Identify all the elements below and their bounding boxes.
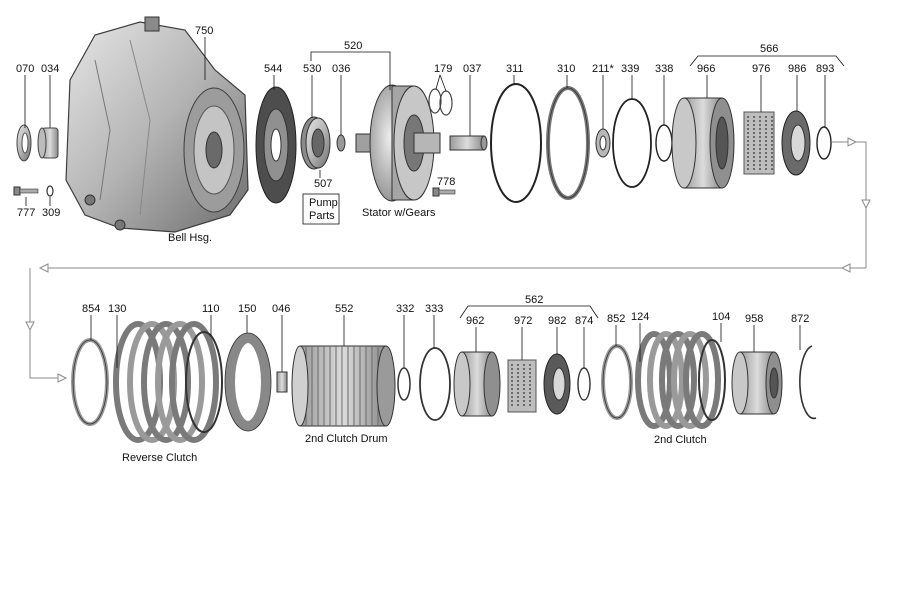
retainer-982 [543,353,571,415]
plate-854 [71,338,109,426]
bolt-777 [13,186,39,196]
washer-211 [595,128,611,158]
pump-parts-box [302,193,340,225]
bushing-046 [276,371,288,393]
plate-852 [601,344,633,420]
caption-reverse-clutch: Reverse Clutch [122,452,197,464]
flow-arrow-down-2 [25,321,35,332]
stator-520 [355,84,441,202]
label-566: 566 [760,43,778,55]
oring-309 [46,185,54,197]
label-179: 179 [434,63,452,75]
bolt-778 [432,187,456,197]
label-852: 852 [607,313,625,325]
flow-arrow-right [847,137,858,147]
snap-ring-874 [577,367,591,401]
ring-333 [419,347,451,421]
label-333: 333 [425,303,443,315]
label-036: 036 [332,63,350,75]
label-962: 962 [466,315,484,327]
flow-path [25,137,871,383]
label-124: 124 [631,311,649,323]
label-339: 339 [621,63,639,75]
label-777: 777 [17,207,35,219]
label-070: 070 [16,63,34,75]
ring-150 [224,332,272,432]
pump-ring-530 [300,116,331,170]
ring-332 [397,367,411,401]
oring-311 [490,83,542,203]
snap-ring-893 [816,126,832,160]
label-046: 046 [272,303,290,315]
label-211: 211* [592,63,615,75]
piston-966 [671,97,735,189]
caption-bell-housing: Bell Hsg. [168,232,212,244]
bushing-034 [37,127,59,159]
ring-338 [655,124,673,162]
label-037: 037 [463,63,481,75]
bell-housing-750 [65,16,249,233]
clutch-drum-552 [291,345,396,427]
row1-labels: 070 034 750 544 530 036 520 179 037 311 … [16,25,845,219]
label-544: 544 [264,63,282,75]
label-982: 982 [548,315,566,327]
label-034: 034 [41,63,59,75]
label-750: 750 [195,25,213,37]
label-874: 874 [575,315,593,327]
hub-958 [731,351,783,415]
label-530: 530 [303,63,321,75]
label-778: 778 [437,176,455,188]
caption-2nd-clutch-drum: 2nd Clutch Drum [305,433,388,445]
label-986: 986 [788,63,806,75]
spring-pack-972 [507,359,537,413]
label-958: 958 [745,313,763,325]
second-clutch-pack [635,331,726,429]
flow-arrow-left-1 [840,263,851,273]
caption-2nd-clutch: 2nd Clutch [654,434,707,446]
snap-ring-872 [799,345,817,420]
label-338: 338 [655,63,673,75]
gear-036 [336,134,346,152]
reverse-clutch-pack [113,321,223,443]
label-309: 309 [42,207,60,219]
label-130: 130 [108,303,126,315]
label-507: 507 [314,178,332,190]
row1-captions: Bell Hsg. Pump Parts Stator w/Gears [168,193,436,244]
label-332: 332 [396,303,414,315]
plate-310 [546,86,590,200]
flow-arrow-down [861,199,871,210]
retainer-986 [781,110,811,176]
label-976: 976 [752,63,770,75]
seal-070 [16,124,32,162]
label-310: 310 [557,63,575,75]
label-872: 872 [791,313,809,325]
caption-stator: Stator w/Gears [362,207,436,219]
label-110: 110 [202,303,220,315]
piston-962 [453,351,501,417]
caption-pump-parts-line2: Parts [309,210,335,222]
row2-captions: Reverse Clutch 2nd Clutch Drum 2nd Clutc… [122,433,707,464]
label-150: 150 [238,303,256,315]
caption-pump-parts-line1: Pump [309,197,338,209]
label-562: 562 [525,294,543,306]
label-854: 854 [82,303,100,315]
row2-labels: 854 130 110 150 046 552 332 333 562 962 … [82,294,809,372]
flow-arrow-right-2 [57,373,68,383]
seal-rings-179 [428,88,453,116]
label-893: 893 [816,63,834,75]
label-104: 104 [712,311,730,323]
label-966: 966 [697,63,715,75]
ring-339 [612,98,652,188]
label-552: 552 [335,303,353,315]
shaft-037 [449,135,488,151]
gasket-544 [255,86,297,204]
label-972: 972 [514,315,532,327]
flow-arrow-left-2 [38,263,49,273]
label-520: 520 [344,40,362,52]
label-311: 311 [506,63,524,75]
spring-pack-976 [743,111,775,175]
